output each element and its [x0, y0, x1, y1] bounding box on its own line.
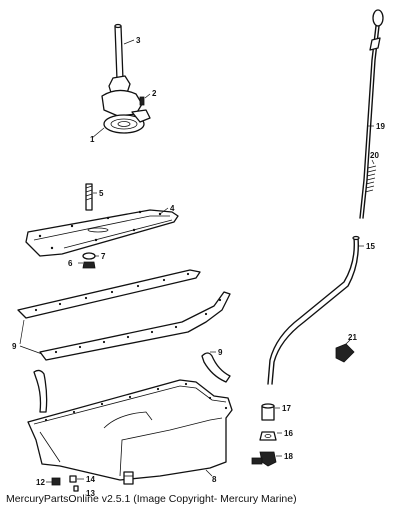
windage-tray[interactable]	[25, 207, 179, 257]
callout-1[interactable]: 1	[90, 135, 95, 144]
dipstick-tube[interactable]	[267, 235, 364, 385]
pump-pin[interactable]	[139, 93, 151, 106]
dipstick[interactable]	[359, 9, 384, 219]
stud[interactable]	[85, 183, 97, 211]
callout-7[interactable]: 7	[101, 252, 106, 261]
rear-seal[interactable]	[33, 369, 48, 413]
callout-12[interactable]: 12	[36, 478, 45, 487]
tube-nut[interactable]	[259, 431, 282, 441]
level-sender-plug[interactable]	[123, 471, 134, 485]
callout-4[interactable]: 4	[170, 204, 175, 213]
front-seal[interactable]	[201, 351, 231, 383]
tube-clip[interactable]	[335, 339, 355, 363]
side-gasket-upper[interactable]	[17, 269, 201, 319]
dipstick-marks[interactable]	[364, 159, 377, 193]
tube-bushing[interactable]	[261, 403, 280, 421]
callout-18[interactable]: 18	[284, 452, 293, 461]
drain-plug[interactable]	[46, 477, 61, 486]
callout-14[interactable]: 14	[86, 475, 95, 484]
pan-bolt[interactable]	[69, 475, 84, 492]
elbow-fitting[interactable]	[251, 451, 282, 467]
callout-15[interactable]: 15	[366, 242, 375, 251]
side-gasket-lower[interactable]	[39, 291, 231, 361]
callout-9-seal[interactable]: 9	[218, 348, 223, 357]
callout-21[interactable]: 21	[348, 333, 357, 342]
nut-and-washer[interactable]	[78, 252, 99, 269]
callout-3[interactable]: 3	[136, 36, 141, 45]
pickup-tube[interactable]	[114, 23, 124, 81]
callout-16[interactable]: 16	[284, 429, 293, 438]
callout-5[interactable]: 5	[99, 189, 104, 198]
callout-8[interactable]: 8	[212, 475, 217, 484]
callout-19[interactable]: 19	[376, 122, 385, 131]
callout-2[interactable]: 2	[152, 89, 157, 98]
callout-13[interactable]: 13	[86, 489, 95, 498]
callout-20[interactable]: 20	[370, 151, 379, 160]
copyright-footer: MercuryPartsOnline v2.5.1 (Image Copyrig…	[6, 493, 297, 505]
oil-pan[interactable]	[27, 379, 233, 481]
callout-9-gaskets[interactable]: 9	[12, 342, 17, 351]
callout-6[interactable]: 6	[68, 259, 73, 268]
callout-17[interactable]: 17	[282, 404, 291, 413]
oil-pump-assembly[interactable]	[91, 75, 151, 139]
